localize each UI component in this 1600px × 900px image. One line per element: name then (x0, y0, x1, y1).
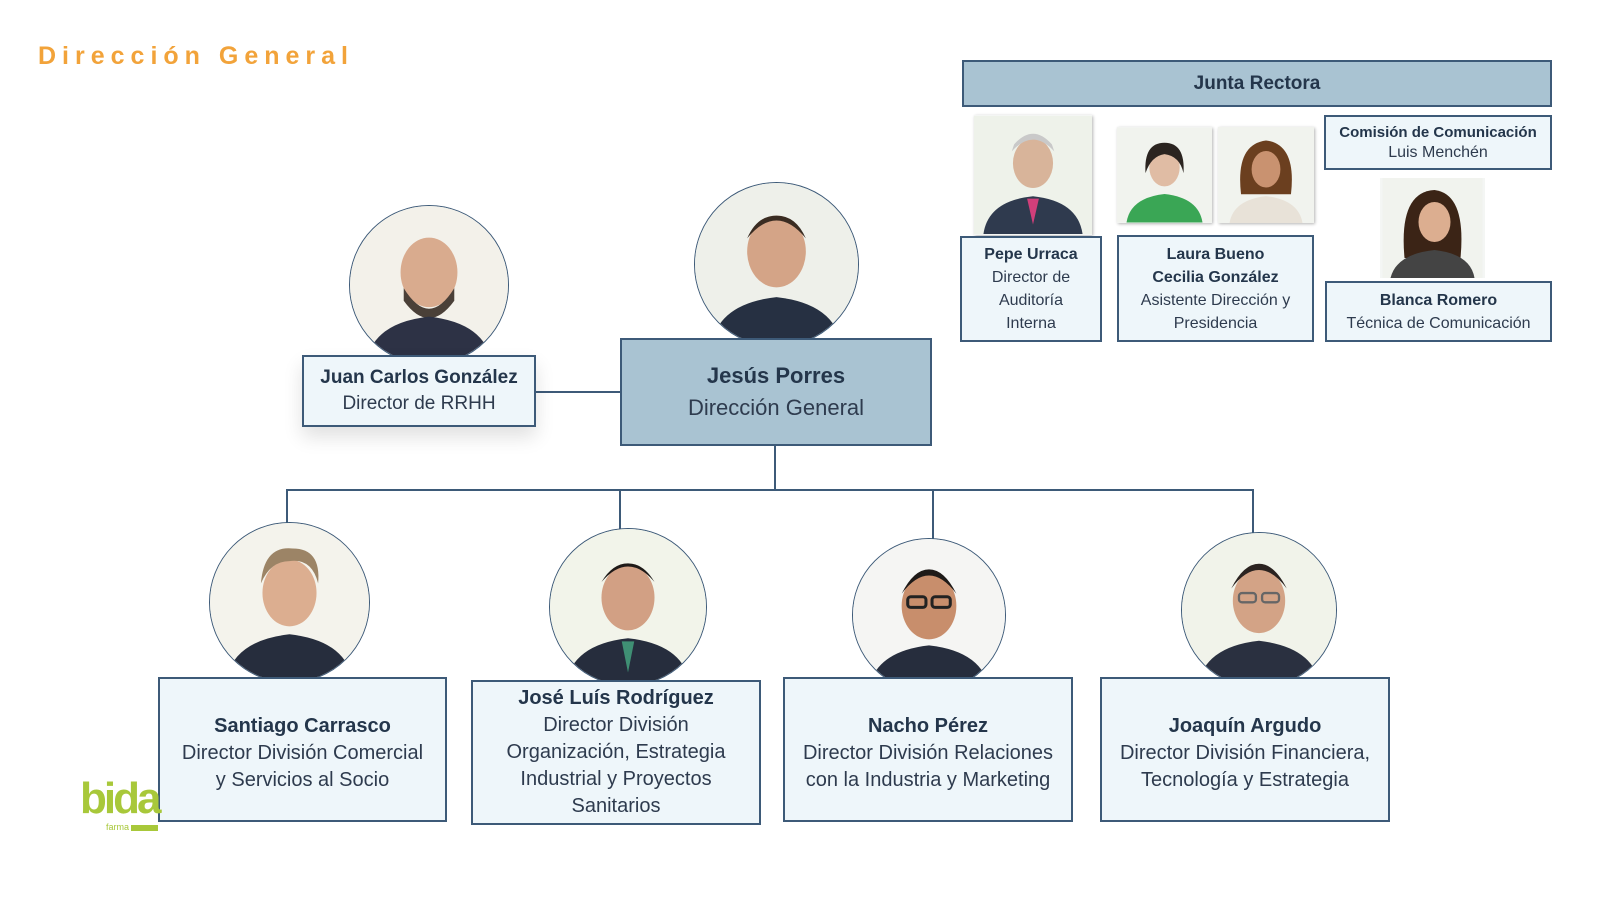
photo-juan-carlos-gonzalez (349, 205, 509, 365)
member-role-line: Director de (991, 269, 1071, 286)
junta-rectora-header: Junta Rectora (962, 60, 1552, 107)
member-role-line: Presidencia (1173, 314, 1258, 332)
member-name: Cecilia González (1152, 268, 1279, 286)
director-role-line: Tecnología y Estrategia (1141, 769, 1349, 791)
photo-jose-luis-rodriguez (549, 528, 707, 686)
member-name: Laura Bueno (1166, 245, 1265, 263)
person-icon (974, 116, 1092, 234)
director-name: Nacho Pérez (867, 715, 989, 737)
director-box-2: José Luís Rodríguez Director División Or… (471, 680, 761, 825)
director-role-line: Sanitarios (571, 795, 661, 817)
member-name: Blanca Romero (1379, 291, 1498, 309)
director-role-line: Director División Comercial (181, 742, 424, 764)
connector-ceo-down (774, 446, 776, 489)
photo-santiago-carrasco (209, 522, 370, 683)
person-icon (350, 206, 508, 364)
connector-drop-4 (1252, 489, 1254, 533)
director-role-line: con la Industria y Marketing (805, 769, 1051, 791)
ceo-role: Dirección General (687, 395, 865, 420)
comision-member-name: Luis Menchén (1388, 143, 1488, 161)
ceo-box: Jesús Porres Dirección General (620, 338, 932, 446)
member-name: Pepe Urraca (984, 246, 1078, 263)
person-icon (1218, 127, 1314, 223)
director-role-line: Director División Financiera, (1119, 742, 1371, 764)
person-icon (1117, 127, 1212, 223)
logo-subtext: farma (104, 822, 132, 832)
rrhh-box: Juan Carlos González Director de RRHH (302, 355, 536, 427)
photo-jesus-porres (694, 182, 859, 347)
connector-drop-3 (932, 489, 934, 539)
photo-pepe-urraca (974, 115, 1092, 235)
connector-rrhh-ceo (535, 391, 621, 393)
director-role-line: Director División (543, 714, 689, 736)
director-role-line: Organización, Estrategia (506, 741, 726, 763)
director-name: Santiago Carrasco (214, 715, 391, 737)
director-role-line: Director División Relaciones (802, 742, 1054, 764)
connector-drop-2 (619, 489, 621, 529)
director-role-line: Industrial y Proyectos (520, 768, 712, 790)
person-icon (550, 529, 706, 685)
page-title: Dirección General (38, 42, 354, 70)
director-box-1: Santiago Carrasco Director División Come… (158, 677, 447, 822)
person-icon (1182, 533, 1336, 687)
member-role-line: Interna (1006, 315, 1056, 332)
director-box-3: Nacho Pérez Director División Relaciones… (783, 677, 1073, 822)
rrhh-role: Director de RRHH (342, 393, 496, 414)
member-box-pepe-urraca: Pepe Urraca Director de Auditoría Intern… (960, 236, 1102, 342)
person-icon (695, 183, 858, 346)
member-role: Técnica de Comunicación (1346, 314, 1531, 332)
person-icon (210, 523, 369, 682)
junta-rectora-label: Junta Rectora (1193, 72, 1321, 94)
director-name: Joaquín Argudo (1168, 715, 1322, 737)
photo-cecilia-gonzalez (1218, 127, 1314, 223)
photo-blanca-romero (1380, 178, 1485, 278)
connector-horizontal (286, 489, 1254, 491)
connector-drop-1 (286, 489, 288, 529)
comision-title: Comisión de Comunicación (1339, 123, 1537, 141)
bida-farma-logo: bida farma (80, 774, 162, 838)
director-box-4: Joaquín Argudo Director División Financi… (1100, 677, 1390, 822)
logo-wordmark: bida (80, 774, 161, 823)
director-name: José Luís Rodríguez (518, 687, 714, 709)
photo-nacho-perez (852, 538, 1006, 692)
ceo-name: Jesús Porres (706, 363, 846, 388)
member-box-laura-cecilia: Laura Bueno Cecilia González Asistente D… (1117, 235, 1314, 342)
member-box-blanca-romero: Blanca Romero Técnica de Comunicación (1325, 281, 1552, 342)
photo-joaquin-argudo (1181, 532, 1337, 688)
person-icon (1382, 178, 1483, 278)
photo-laura-bueno (1117, 127, 1212, 223)
rrhh-name: Juan Carlos González (320, 367, 518, 388)
member-role-line: Asistente Dirección y (1140, 291, 1291, 309)
member-role-line: Auditoría (998, 292, 1064, 309)
person-icon (853, 539, 1005, 691)
comision-comunicacion-box: Comisión de Comunicación Luis Menchén (1324, 115, 1552, 170)
director-role-line: y Servicios al Socio (215, 769, 390, 791)
